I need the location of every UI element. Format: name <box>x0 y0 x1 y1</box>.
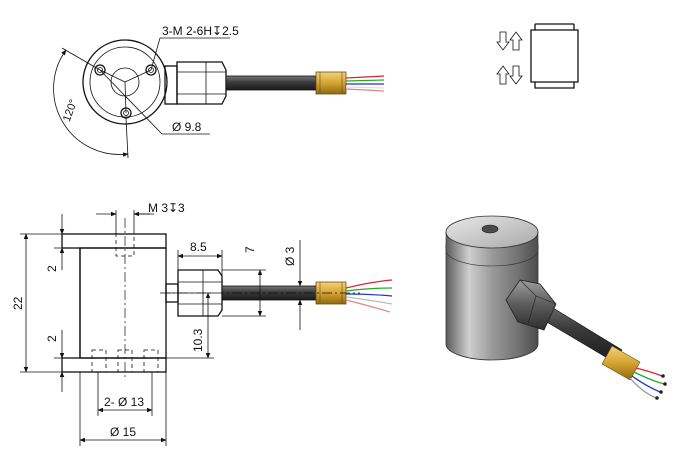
top-cap <box>61 233 167 249</box>
top-view <box>53 37 385 159</box>
main-body <box>79 247 167 359</box>
dimension-7: 7 <box>243 246 257 253</box>
cable-top-view <box>225 75 317 91</box>
dimension-8-5: 8.5 <box>190 240 207 254</box>
hex-nut <box>176 61 227 105</box>
dimension-dia-3: Ø 3 <box>283 246 297 266</box>
dimension-dia-13: 2- Ø 13 <box>104 395 144 409</box>
thread-callout-top: 3-M 2-6H↧2.5 <box>162 24 239 38</box>
bottom-flange <box>61 357 167 373</box>
isometric-view <box>445 215 667 400</box>
side-view <box>20 210 393 446</box>
thread-callout-side: M 3↧3 <box>148 201 185 215</box>
dimension-10-3: 10.3 <box>191 328 205 352</box>
brass-sleeve-top <box>315 71 347 95</box>
iso-cylinder <box>445 243 539 361</box>
dimension-2-top: 2 <box>45 265 59 272</box>
arrow-up-icon <box>509 31 523 51</box>
dimension-dia-15: Ø 15 <box>110 425 136 439</box>
arrow-up-icon <box>496 65 510 85</box>
iso-brass-sleeve <box>601 345 641 381</box>
arrow-down-icon <box>496 31 510 51</box>
side-hex-nut <box>177 269 223 317</box>
angle-dimension-arc <box>53 49 129 157</box>
dimension-22: 22 <box>11 296 25 310</box>
arrow-down-icon <box>509 65 523 85</box>
dimension-2-bottom: 2 <box>45 335 59 342</box>
mini-cell-body <box>530 29 579 83</box>
bolt-circle-dimension: Ø 9.8 <box>172 120 202 134</box>
iso-center-hole <box>481 224 499 234</box>
angle-label: 120° <box>61 98 80 123</box>
load-direction-icons <box>496 23 579 89</box>
bolt-hole-2 <box>145 64 157 76</box>
